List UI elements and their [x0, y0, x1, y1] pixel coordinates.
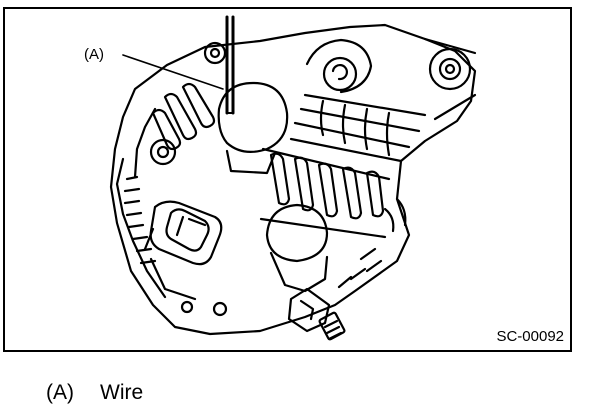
figure-frame: (A) SC-00092 — [3, 7, 572, 352]
figure-id: SC-00092 — [496, 328, 564, 345]
legend: (A) Wire — [46, 381, 143, 405]
alternator-drawing — [109, 15, 477, 341]
legend-text: Wire — [100, 381, 144, 404]
callout-label-a: (A) — [84, 46, 104, 63]
legend-ref: (A) — [46, 381, 74, 404]
